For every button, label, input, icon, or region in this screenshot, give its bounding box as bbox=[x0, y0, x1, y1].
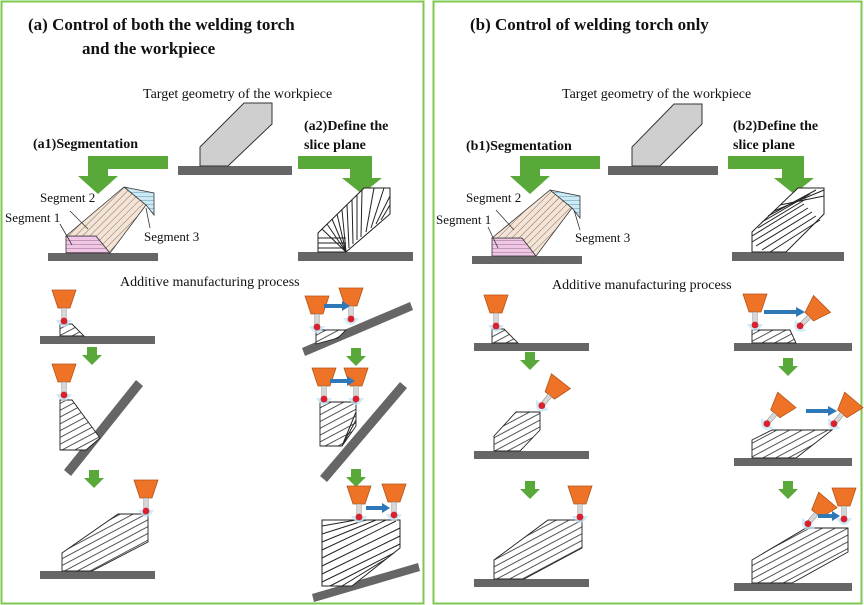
panel-b-segmented-part bbox=[472, 189, 582, 264]
panel-a-target-geometry bbox=[178, 102, 292, 175]
panel-b-left-down-arrow-2-icon bbox=[520, 481, 540, 499]
segment-2-label-b: Segment 2 bbox=[466, 190, 521, 205]
panel-a-slice-plane-part bbox=[298, 187, 413, 261]
panel-a-segmented-part bbox=[48, 186, 158, 261]
panel-b-target-label: Target geometry of the workpiece bbox=[562, 87, 751, 102]
segment-1-leader-b bbox=[487, 226, 499, 249]
panel-b-frame bbox=[432, 0, 863, 605]
segment-2-leader-b bbox=[495, 209, 515, 231]
segment-3-leader-a bbox=[145, 207, 151, 229]
panel-a-right-step1 bbox=[302, 287, 413, 356]
panel-a-arrow-segmentation-icon bbox=[78, 156, 168, 194]
panel-b-left-step1 bbox=[474, 294, 589, 351]
panel-b-right-step1 bbox=[734, 293, 852, 351]
segment-2-label-a: Segment 2 bbox=[40, 190, 95, 205]
panel-b-right-down-arrow-2-icon bbox=[778, 481, 798, 499]
segment-3-label-a: Segment 3 bbox=[144, 229, 199, 244]
panel-a-arrow-slice-icon bbox=[298, 156, 382, 194]
panel-b-target-geometry bbox=[608, 103, 718, 175]
panel-a-right-down-arrow-1-icon bbox=[346, 348, 366, 366]
panel-a-left-down-arrow-1-icon bbox=[82, 347, 102, 365]
panel-a-left-step3 bbox=[40, 479, 159, 579]
panel-b-step1-label: (b1)Segmentation bbox=[466, 139, 572, 154]
panel-a-right-step3 bbox=[312, 483, 420, 602]
panel-a-left-down-arrow-2-icon bbox=[84, 470, 104, 488]
panel-b-step2-line1: (b2)Define the bbox=[733, 119, 818, 134]
panel-b-step2-line2: slice plane bbox=[733, 138, 795, 153]
segment-3-leader-b bbox=[573, 209, 581, 231]
panel-a-title-line2: and the workpiece bbox=[82, 39, 216, 58]
segment-1-leader-a bbox=[59, 223, 73, 246]
panel-b-process-label: Additive manufacturing process bbox=[552, 278, 732, 293]
panel-a-left-step1 bbox=[40, 289, 155, 344]
segment-3-label-b: Segment 3 bbox=[575, 230, 630, 245]
panel-b-right-down-arrow-1-icon bbox=[778, 358, 798, 376]
segment-1-label-a: Segment 1 bbox=[5, 210, 60, 225]
panel-a-left-step2 bbox=[51, 363, 143, 476]
panel-a-target-label: Target geometry of the workpiece bbox=[143, 87, 332, 102]
panel-b-slice-plane-part bbox=[732, 187, 844, 261]
segment-1-label-b: Segment 1 bbox=[436, 212, 491, 227]
panel-a-step2-line2: slice plane bbox=[304, 138, 366, 153]
panel-b-right-step3 bbox=[734, 487, 857, 591]
panel-a-right-step2 bbox=[311, 367, 407, 482]
panel-b-arrow-segmentation-icon bbox=[510, 156, 600, 194]
panel-a-step1-label: (a1)Segmentation bbox=[33, 137, 138, 152]
panel-b-left-down-arrow-1-icon bbox=[520, 352, 540, 370]
panel-a-step2-line1: (a2)Define the bbox=[304, 119, 388, 134]
segment-2-leader-a bbox=[69, 210, 89, 230]
panel-a-frame bbox=[0, 0, 425, 605]
panel-b-right-step2 bbox=[734, 391, 864, 466]
panel-a-right-down-arrow-2-icon bbox=[346, 469, 366, 487]
panel-b-title: (b) Control of welding torch only bbox=[470, 15, 709, 34]
panel-a-title-line1: (a) Control of both the welding torch bbox=[28, 15, 295, 34]
panel-b-left-step3 bbox=[474, 485, 593, 587]
panel-b-arrow-slice-icon bbox=[728, 156, 814, 194]
panel-b-left-step2 bbox=[474, 373, 589, 459]
panel-a-process-label: Additive manufacturing process bbox=[120, 275, 300, 290]
